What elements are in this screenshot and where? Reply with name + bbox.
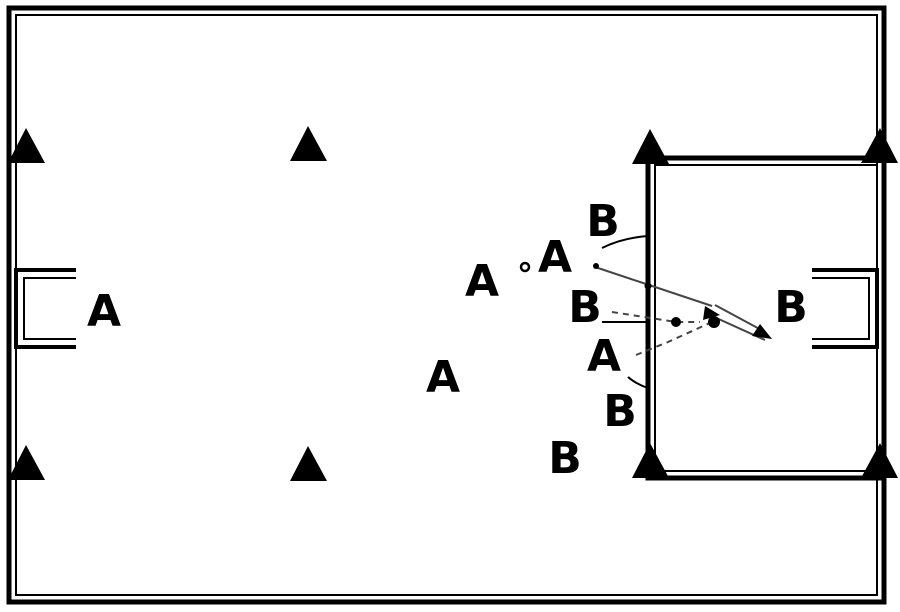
dashed-run-line: [611, 311, 700, 323]
ball-icon: [593, 263, 599, 269]
ball-icon: [519, 261, 531, 273]
player-label-b: B: [774, 282, 808, 333]
triangle-cone-icon: [8, 128, 45, 163]
triangle-cone-icon: [632, 129, 669, 164]
pass-line: [594, 266, 713, 307]
field-boundary: [6, 5, 887, 605]
arrowheads: [703, 306, 772, 339]
arrow-icon: [752, 324, 772, 339]
ball-icon: [671, 317, 681, 327]
cones: [8, 126, 898, 481]
player-label-b: B: [586, 196, 620, 247]
pass-lines: [594, 266, 766, 356]
right-goal: [812, 268, 879, 349]
triangle-cone-icon: [861, 128, 898, 163]
right-zone: [645, 155, 887, 481]
player-label-b: B: [603, 386, 637, 437]
pass-line: [714, 304, 766, 333]
player-label-b: B: [548, 433, 582, 484]
player-label-a: A: [86, 286, 122, 337]
ball-icon: [708, 316, 720, 328]
triangle-cone-icon: [861, 443, 898, 478]
dashed-run-line: [635, 321, 713, 356]
triangle-cone-icon: [290, 126, 327, 161]
triangle-cone-icon: [8, 445, 45, 480]
arrow-icon: [703, 306, 720, 320]
player-label-b: B: [568, 282, 602, 333]
triangle-cone-icon: [290, 446, 327, 481]
balls: [519, 261, 720, 328]
player-label-a: A: [425, 352, 461, 403]
player-label-a: A: [464, 256, 500, 307]
ball-icon: [644, 282, 652, 290]
defender-marker-lines: [601, 235, 649, 389]
left-goal: [14, 268, 76, 349]
player-label-a: A: [537, 232, 573, 283]
triangle-cone-icon: [632, 443, 669, 478]
player-label-a: A: [586, 331, 622, 382]
